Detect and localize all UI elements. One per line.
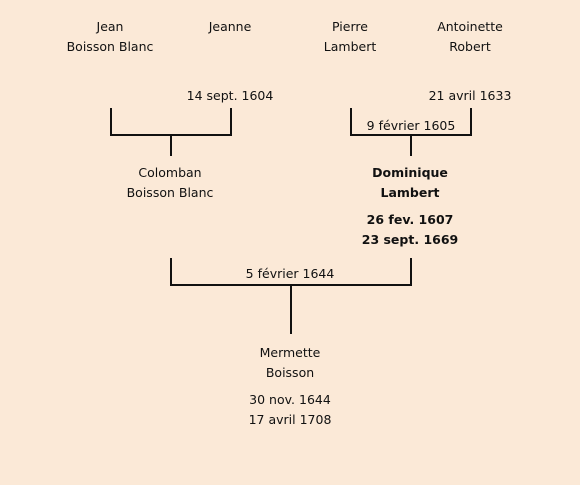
bracket-pierre-antoinette-stem bbox=[410, 134, 412, 156]
bracket-colomban-dominique-left bbox=[170, 258, 172, 286]
pierre-first-name: Pierre bbox=[332, 19, 368, 34]
mermette-first-name: Mermette bbox=[259, 345, 321, 360]
antoinette-first-name: Antoinette bbox=[437, 19, 503, 34]
jean-first-name: Jean bbox=[96, 19, 124, 34]
mermette-last-name: Boisson bbox=[265, 365, 315, 380]
person-mermette: Mermette Boisson bbox=[230, 343, 350, 383]
person-jean: Jean Boisson Blanc bbox=[50, 17, 170, 57]
antoinette-death-date: 21 avril 1633 bbox=[428, 88, 512, 103]
bracket-colomban-dominique-right bbox=[410, 258, 412, 286]
dominique-last-name: Lambert bbox=[380, 185, 440, 200]
bracket-pierre-antoinette-right bbox=[470, 108, 472, 136]
marriage-colomban-dominique-date: 5 février 1644 bbox=[245, 266, 335, 281]
bracket-pierre-antoinette-left bbox=[350, 108, 352, 136]
person-jeanne: Jeanne bbox=[170, 17, 290, 37]
jeanne-first-name: Jeanne bbox=[208, 19, 252, 34]
dominique-dates: 26 fev. 1607 23 sept. 1669 bbox=[350, 210, 470, 250]
bracket-jean-jeanne-left bbox=[110, 108, 112, 136]
person-antoinette: Antoinette Robert bbox=[410, 17, 530, 57]
dominique-birth-date: 26 fev. 1607 bbox=[366, 212, 454, 227]
jeanne-death-date: 14 sept. 1604 bbox=[186, 88, 274, 103]
bracket-jean-jeanne-right bbox=[230, 108, 232, 136]
person-colomban: Colomban Boisson Blanc bbox=[110, 163, 230, 203]
mermette-death-date: 17 avril 1708 bbox=[248, 412, 332, 427]
mermette-dates: 30 nov. 1644 17 avril 1708 bbox=[230, 390, 350, 430]
marriage-pierre-antoinette-date: 9 février 1605 bbox=[366, 118, 456, 133]
pierre-last-name: Lambert bbox=[323, 39, 377, 54]
bracket-colomban-dominique-stem bbox=[290, 284, 292, 334]
antoinette-last-name: Robert bbox=[449, 39, 491, 54]
person-pierre: Pierre Lambert bbox=[290, 17, 410, 57]
dominique-death-date: 23 sept. 1669 bbox=[361, 232, 459, 247]
dominique-first-name: Dominique bbox=[372, 165, 448, 180]
colomban-first-name: Colomban bbox=[138, 165, 202, 180]
jean-last-name: Boisson Blanc bbox=[66, 39, 154, 54]
bracket-jean-jeanne-stem bbox=[170, 134, 172, 156]
colomban-last-name: Boisson Blanc bbox=[126, 185, 214, 200]
person-dominique: Dominique Lambert bbox=[350, 163, 470, 203]
mermette-birth-date: 30 nov. 1644 bbox=[249, 392, 331, 407]
